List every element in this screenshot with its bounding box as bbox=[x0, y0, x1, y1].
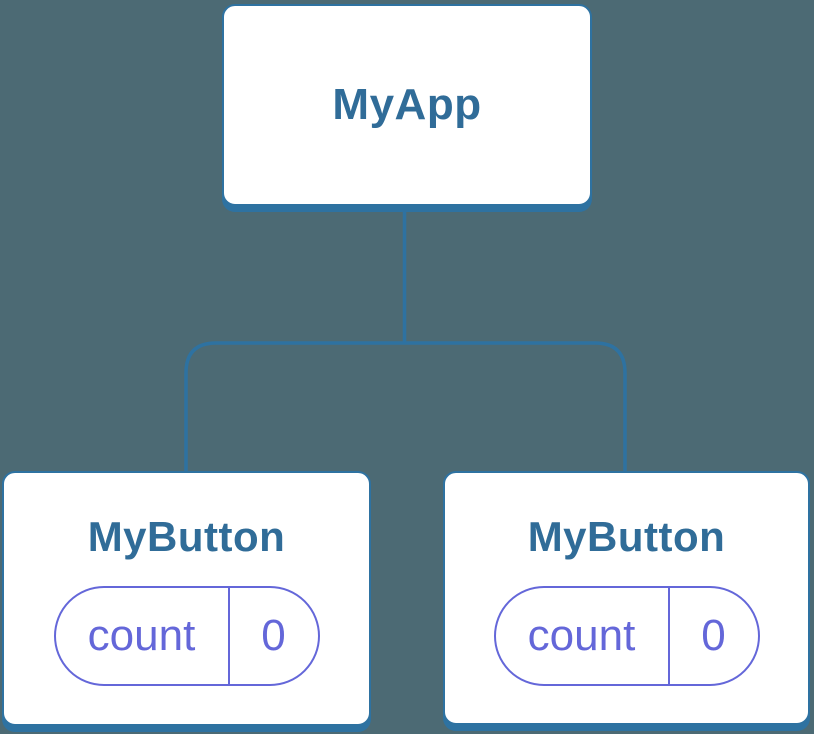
node-myapp: MyApp bbox=[222, 4, 592, 206]
node-label: MyButton bbox=[87, 513, 286, 560]
edge-branch-to-children bbox=[184, 341, 627, 471]
node-label: MyButton bbox=[527, 513, 726, 560]
state-value: 0 bbox=[227, 588, 318, 685]
node-mybutton-left: MyButton count 0 bbox=[2, 471, 371, 726]
state-name: count bbox=[527, 611, 636, 661]
state-pill: count 0 bbox=[53, 586, 320, 687]
state-pill: count 0 bbox=[493, 586, 760, 687]
state-name: count bbox=[87, 611, 196, 661]
state-value: 0 bbox=[667, 588, 758, 685]
node-mybutton-right: MyButton count 0 bbox=[443, 471, 810, 725]
node-label: MyApp bbox=[332, 79, 482, 129]
